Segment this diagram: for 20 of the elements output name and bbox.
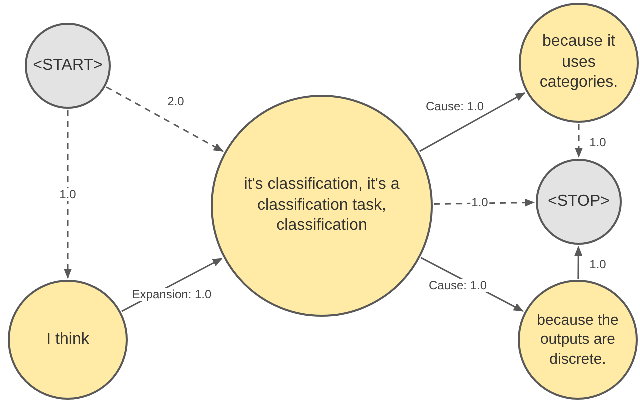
arrow <box>106 86 224 152</box>
edge-label: Cause: 1.0 <box>424 100 486 114</box>
edge-label: Cause: 1.0 <box>428 279 488 293</box>
edge-label: 1.0 <box>588 258 608 272</box>
arrow <box>575 124 583 158</box>
node-text: because it uses categories. <box>538 32 620 94</box>
node-text: <STOP> <box>547 192 611 212</box>
node-text: <START> <box>32 56 104 76</box>
node-text: because the outputs are discrete. <box>536 310 620 370</box>
edge-label: 1.0 <box>588 136 608 150</box>
edge-label: Expansion: 1.0 <box>131 288 213 302</box>
arrow <box>420 92 526 152</box>
edge-label: 1.0 <box>470 196 490 210</box>
arrow <box>574 246 583 279</box>
arrow <box>64 110 72 279</box>
edge-label: 1.0 <box>58 188 78 202</box>
node-text: it's classification, it's a classification task, classification <box>243 174 401 236</box>
edge-label: 2.0 <box>166 95 186 109</box>
node-text: I think <box>46 330 90 350</box>
arrow <box>434 198 535 207</box>
